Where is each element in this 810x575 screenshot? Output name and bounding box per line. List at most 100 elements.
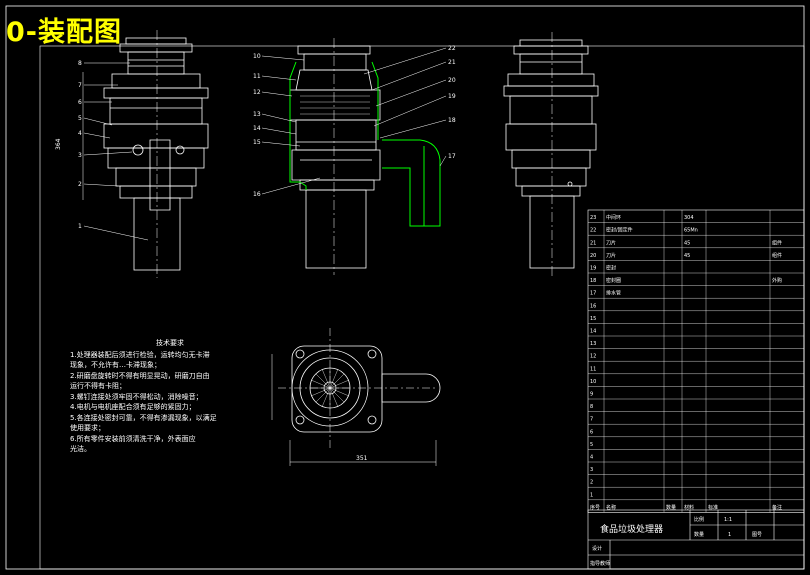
center-callout-labels: 10 11 12 13 14 15 16 22 21 20 19 18 17 — [253, 45, 456, 198]
bom-cell-no: 18 — [590, 278, 596, 284]
tech-note-line: 5.各连接处密封可靠，不得有渗漏现象，以满足 — [70, 413, 217, 422]
dim-side-height: 364 — [55, 138, 62, 150]
callout-17: 17 — [448, 153, 456, 160]
tech-note-line: 运行不得有卡阻； — [70, 382, 126, 390]
callout-14: 14 — [253, 125, 261, 132]
tech-note-line: 现象，不允许有…卡滞现象； — [70, 361, 161, 369]
bom-cell-no: 20 — [590, 253, 596, 259]
bom-cell-no: 21 — [590, 240, 596, 246]
bom-cell-name: 密封/固定件 — [606, 227, 633, 234]
title-block-text: 食品垃圾处理器 比例 1:1 数量 1 图号 设计 指导教师 — [590, 516, 762, 567]
bom-cell-no: 13 — [590, 341, 596, 347]
callout-6: 6 — [78, 99, 82, 106]
bom-cell-no: 6 — [590, 429, 593, 435]
bom-cell-no: 8 — [590, 404, 593, 410]
bom-cell-no: 12 — [590, 354, 596, 360]
bom-cell-no: 15 — [590, 316, 596, 322]
qty-label: 数量 — [694, 531, 704, 538]
bom-cell-qty: 数量 — [666, 504, 676, 511]
title-block — [587, 509, 805, 570]
bom-cell-no: 7 — [590, 417, 593, 423]
callout-19: 19 — [448, 93, 456, 100]
tech-note-line: 1.处理器装配后须进行检验，运转均匀无卡滞 — [70, 350, 210, 359]
center-green-housing — [289, 61, 441, 227]
dim-base-width: 351 — [356, 455, 368, 462]
callout-10: 10 — [253, 53, 261, 60]
bom-cell-mat: 45 — [684, 253, 690, 259]
tech-note-line: 使用要求； — [70, 424, 105, 432]
callout-18: 18 — [448, 117, 456, 124]
outer-border — [5, 5, 805, 570]
center-callout-leaders — [261, 47, 447, 195]
callout-20: 20 — [448, 77, 456, 84]
bom-cell-name: 排水管 — [606, 290, 621, 297]
bom-cell-note: 组件 — [772, 252, 782, 259]
design-label: 设计 — [592, 545, 602, 552]
bom-cell-name: 刀片 — [606, 239, 616, 246]
bom-cell-no: 10 — [590, 379, 596, 385]
callout-3: 3 — [78, 152, 82, 159]
callout-11: 11 — [253, 73, 261, 80]
bom-cell-no: 4 — [590, 455, 593, 461]
bom-cell-no: 17 — [590, 291, 596, 297]
right-view — [503, 32, 599, 276]
bom-cell-name: 刀片 — [606, 252, 616, 259]
bom-cell-name: 中间环 — [606, 214, 621, 221]
bom-cell-name: 密封 — [606, 265, 616, 272]
tech-notes: 技术要求 1.处理器装配后须进行检验，运转均匀无卡滞 现象，不允许有…卡滞现象；… — [70, 338, 270, 455]
callout-1: 1 — [78, 223, 82, 230]
bom-cell-no: 序号 — [590, 504, 600, 511]
bom-cell-note: 备注 — [772, 504, 782, 511]
tech-note-line: 6.所有零件安装前须清洗干净，外表面应 — [70, 434, 196, 443]
scale-value: 1:1 — [724, 517, 732, 523]
left-view — [82, 30, 209, 278]
bom-cell-no: 11 — [590, 366, 596, 372]
callout-2: 2 — [78, 181, 82, 188]
callout-21: 21 — [448, 59, 456, 66]
bom-cell-no: 23 — [590, 215, 596, 221]
tech-note-line: 4.电机与电机座配合须有足够的紧固力； — [70, 403, 196, 411]
qty-value: 1 — [728, 532, 731, 538]
bom-cell-no: 1 — [590, 492, 593, 498]
tech-note-line: 3.螺钉连接处须牢固不得松动，消除噪音； — [70, 392, 203, 401]
bom-cell-mat: 304 — [684, 215, 694, 221]
callout-22: 22 — [448, 45, 456, 52]
bom-cell-std: 标准 — [708, 504, 718, 511]
bom-cell-note: 外购 — [772, 277, 782, 284]
bom-cell-name: 密封圈 — [606, 277, 621, 284]
callout-15: 15 — [253, 139, 261, 146]
bom-cell-mat: 45 — [684, 240, 690, 246]
bom-cell-no: 19 — [590, 266, 596, 272]
product-name: 食品垃圾处理器 — [600, 523, 663, 535]
callout-5: 5 — [78, 115, 82, 122]
bom-cell-no: 16 — [590, 303, 596, 309]
bom-cell-no: 2 — [590, 480, 593, 486]
scale-label: 比例 — [694, 516, 704, 523]
inner-border — [39, 45, 805, 570]
plan-view — [271, 328, 441, 466]
callout-7: 7 — [78, 82, 82, 89]
bom-cell-note: 组件 — [772, 239, 782, 246]
tech-note-line: 2.研磨盘旋转时不得有明显晃动，研磨刀自由 — [70, 371, 210, 380]
bom-cell-mat: 材料 — [684, 504, 694, 511]
left-callout-labels: 8 7 6 5 4 3 2 1 364 — [55, 60, 82, 230]
bom-cell-no: 22 — [590, 228, 596, 234]
check-label: 指导教师 — [590, 560, 610, 567]
callout-12: 12 — [253, 89, 261, 96]
bom-cell-mat: 65Mn — [684, 228, 698, 234]
tech-note-line: 光洁。 — [70, 445, 91, 453]
callout-8: 8 — [78, 60, 82, 67]
bom-cell-no: 3 — [590, 467, 593, 473]
bom-cell-no: 9 — [590, 392, 593, 398]
callout-16: 16 — [253, 191, 261, 198]
callout-13: 13 — [253, 111, 261, 118]
callout-4: 4 — [78, 130, 82, 137]
sheet-label: 图号 — [752, 532, 762, 538]
bom-cell-no: 14 — [590, 329, 596, 335]
bom-cell-name: 名称 — [606, 504, 616, 511]
bom-cell-no: 5 — [590, 442, 593, 448]
left-callout-leaders — [83, 62, 149, 241]
page-title: 0-装配图 — [6, 17, 122, 48]
